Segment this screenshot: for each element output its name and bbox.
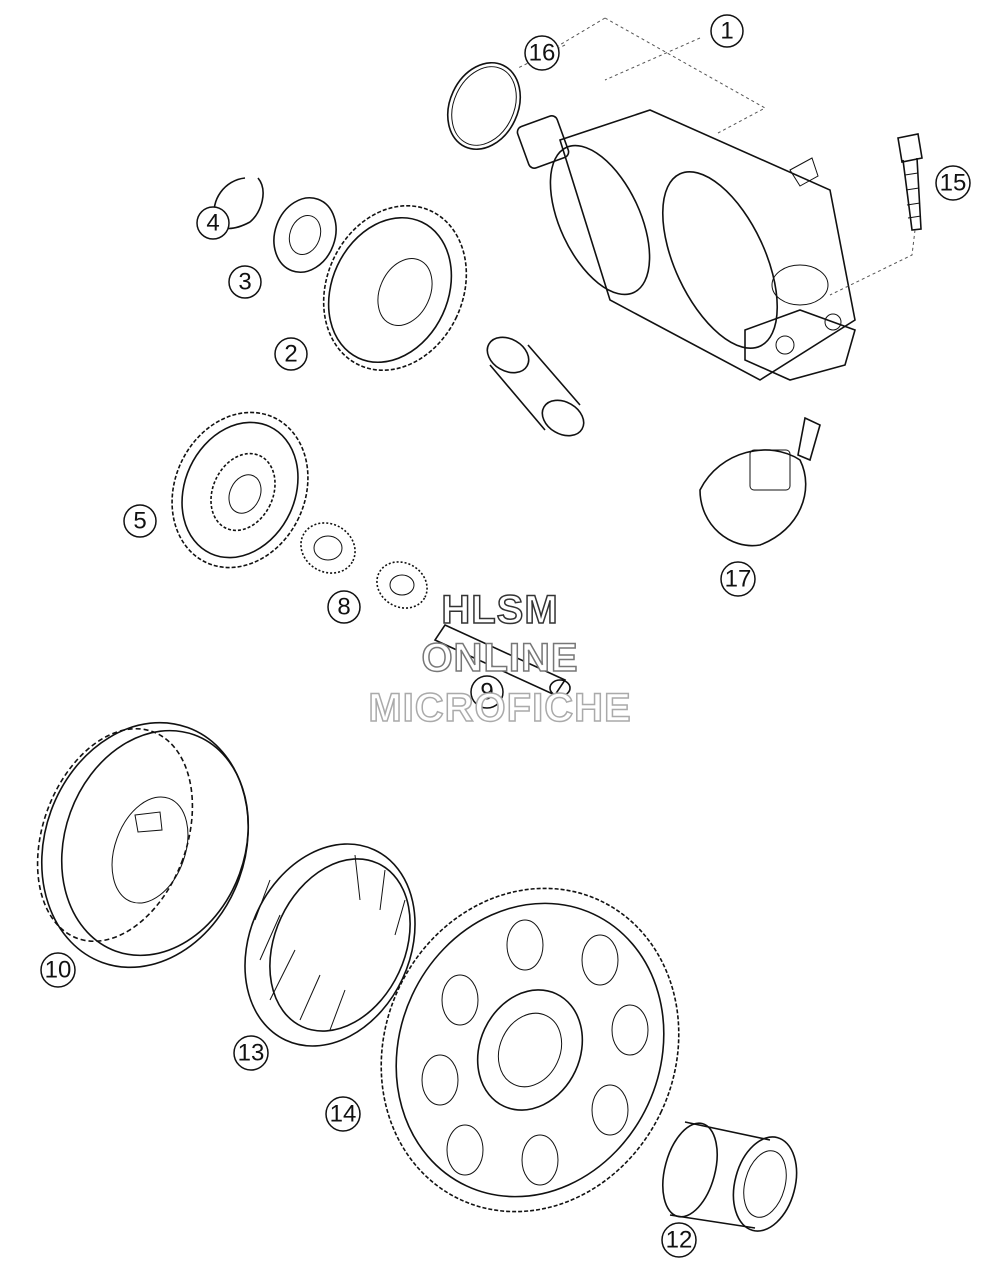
callout-15-label: 15	[940, 170, 967, 197]
small-bearing-part	[376, 561, 428, 609]
callout-4: 4	[196, 206, 230, 240]
primary-gear-part	[380, 887, 680, 1213]
callout-4-label: 4	[206, 210, 219, 237]
gear-shaft-part	[433, 623, 571, 697]
callout-17-label: 17	[725, 566, 752, 593]
o-ring-part	[446, 61, 522, 151]
watermark-line-1: HLSM	[441, 587, 559, 633]
callout-13-label: 13	[238, 1040, 265, 1067]
callout-16: 16	[524, 35, 560, 71]
freewheel-part	[244, 843, 416, 1047]
callout-5-label: 5	[133, 508, 146, 535]
callout-5: 5	[123, 504, 157, 538]
callout-9-label: 9	[480, 679, 493, 706]
watermark-line-3: MICROFICHE	[368, 685, 632, 731]
washer-part	[273, 197, 337, 273]
callout-3: 3	[228, 265, 262, 299]
double-gear-part	[171, 411, 309, 569]
brush-holder-part	[699, 416, 821, 547]
callout-3-label: 3	[238, 269, 251, 296]
callout-8: 8	[327, 590, 361, 624]
callout-14-label: 14	[330, 1101, 357, 1128]
bolt-part	[897, 133, 923, 231]
intermediate-gear-part	[322, 204, 468, 372]
shaft-bushing-part	[486, 336, 585, 437]
callout-8-label: 8	[337, 594, 350, 621]
callout-1: 1	[710, 14, 744, 48]
callout-17: 17	[720, 561, 756, 597]
callout-12-label: 12	[666, 1227, 693, 1254]
leader-lines	[517, 17, 916, 296]
callout-2-label: 2	[284, 341, 297, 368]
callout-15: 15	[935, 165, 971, 201]
watermark-line-2: ONLINE	[421, 635, 579, 681]
callout-10-label: 10	[45, 957, 72, 984]
callout-2: 2	[274, 337, 308, 371]
starter-motor-part	[516, 109, 856, 381]
callout-12: 12	[661, 1222, 697, 1258]
torque-limiter-part	[36, 721, 250, 969]
roller-bearing-part	[662, 1121, 798, 1232]
callout-13: 13	[233, 1035, 269, 1071]
callout-9: 9	[470, 675, 504, 709]
needle-bearing-part	[300, 522, 356, 574]
callout-16-label: 16	[529, 40, 556, 67]
callout-1-label: 1	[720, 18, 733, 45]
callout-14: 14	[325, 1096, 361, 1132]
callout-10: 10	[40, 952, 76, 988]
